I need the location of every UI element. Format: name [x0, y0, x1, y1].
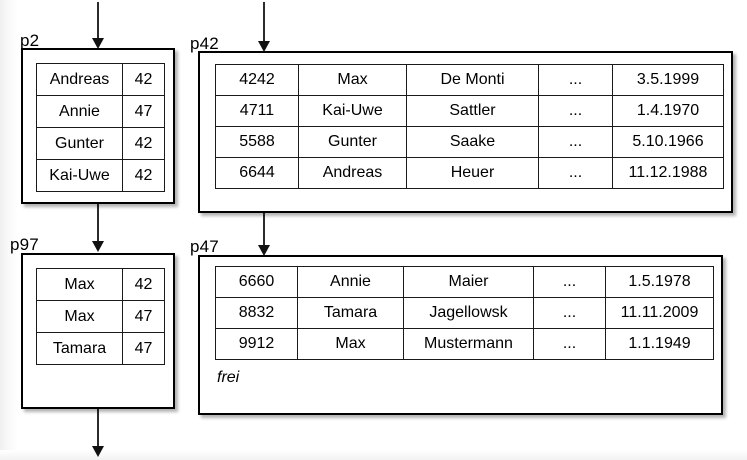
table-row: 5588 Gunter Saake ... 5.10.1966 [215, 126, 724, 158]
cell-name: Kai-Uwe [36, 159, 123, 192]
page-label-p47: p47 [190, 237, 219, 256]
cell-date: 1.4.1970 [612, 95, 724, 127]
cell-name: Gunter [36, 127, 123, 160]
cell-id: 6660 [215, 266, 298, 298]
table-p2: Andreas 42 Annie 47 Gunter 42 Kai-Uwe 42 [36, 63, 165, 192]
cell-more: ... [538, 157, 613, 189]
cell-id: 4242 [215, 64, 299, 96]
free-space-label: frei [217, 369, 240, 386]
cell-date: 3.5.1999 [612, 64, 724, 96]
cell-name: Max [36, 300, 123, 333]
cell-last-name: Saake [406, 126, 539, 158]
page-label-p97: p97 [10, 235, 39, 254]
table-row: Max 47 [36, 300, 165, 333]
table-row: 4711 Kai-Uwe Sattler ... 1.4.1970 [215, 95, 724, 127]
cell-first-name: Max [298, 64, 407, 96]
cell-key: 47 [122, 300, 165, 333]
cell-first-name: Andreas [298, 157, 407, 189]
page-label-p42: p42 [190, 34, 219, 53]
cell-key: 42 [122, 127, 165, 160]
cell-last-name: De Monti [406, 64, 539, 96]
cell-key: 42 [122, 63, 165, 96]
cell-key: 42 [122, 268, 165, 301]
cell-more: ... [533, 297, 606, 329]
table-row: 6644 Andreas Heuer ... 11.12.1988 [215, 157, 724, 189]
cell-date: 1.1.1949 [605, 328, 714, 360]
page-edge-left [0, 0, 18, 460]
cell-id: 9912 [215, 328, 298, 360]
page-box-p42: 4242 Max De Monti ... 3.5.1999 4711 Kai-… [198, 51, 733, 213]
cell-name: Annie [36, 95, 123, 128]
arrow-into-p2 [91, 2, 105, 50]
page-box-p2: Andreas 42 Annie 47 Gunter 42 Kai-Uwe 42 [21, 48, 175, 204]
table-row: 8832 Tamara Jagellowsk ... 11.11.2009 [215, 297, 714, 329]
table-row: Kai-Uwe 42 [36, 159, 165, 192]
cell-name: Max [36, 268, 123, 301]
cell-date: 1.5.1978 [605, 266, 714, 298]
page-box-p47: 6660 Annie Maier ... 1.5.1978 8832 Tamar… [198, 255, 723, 415]
cell-more: ... [538, 126, 613, 158]
cell-id: 6644 [215, 157, 299, 189]
cell-more: ... [533, 328, 606, 360]
cell-more: ... [538, 95, 613, 127]
cell-more: ... [538, 64, 613, 96]
arrow-p42-to-p47 [257, 213, 271, 257]
table-p42: 4242 Max De Monti ... 3.5.1999 4711 Kai-… [215, 64, 724, 189]
arrow-out-of-p97 [91, 408, 105, 458]
cell-id: 5588 [215, 126, 299, 158]
cell-id: 8832 [215, 297, 298, 329]
table-row: Annie 47 [36, 95, 165, 128]
table-p97: Max 42 Max 47 Tamara 47 [36, 268, 165, 365]
cell-date: 11.12.1988 [612, 157, 724, 189]
cell-first-name: Tamara [297, 297, 404, 329]
table-row: 4242 Max De Monti ... 3.5.1999 [215, 64, 724, 96]
cell-more: ... [533, 266, 606, 298]
table-row: Tamara 47 [36, 332, 165, 365]
cell-first-name: Annie [297, 266, 404, 298]
cell-last-name: Sattler [406, 95, 539, 127]
arrow-p2-to-p97 [91, 203, 105, 253]
cell-last-name: Jagellowsk [403, 297, 534, 329]
table-row: Max 42 [36, 268, 165, 301]
table-row: Gunter 42 [36, 127, 165, 160]
cell-date: 5.10.1966 [612, 126, 724, 158]
cell-name: Tamara [36, 332, 123, 365]
cell-date: 11.11.2009 [605, 297, 714, 329]
cell-id: 4711 [215, 95, 299, 127]
table-row: Andreas 42 [36, 63, 165, 96]
page-edge-bottom [0, 450, 747, 460]
cell-name: Andreas [36, 63, 123, 96]
cell-key: 47 [122, 95, 165, 128]
cell-last-name: Mustermann [403, 328, 534, 360]
table-p47: 6660 Annie Maier ... 1.5.1978 8832 Tamar… [215, 266, 714, 360]
cell-last-name: Maier [403, 266, 534, 298]
cell-key: 47 [122, 332, 165, 365]
cell-key: 42 [122, 159, 165, 192]
page-label-p2: p2 [20, 31, 40, 50]
table-row: 6660 Annie Maier ... 1.5.1978 [215, 266, 714, 298]
arrow-into-p42 [257, 2, 271, 53]
page-box-p97: Max 42 Max 47 Tamara 47 [21, 253, 175, 409]
cell-first-name: Max [297, 328, 404, 360]
table-row: 9912 Max Mustermann ... 1.1.1949 [215, 328, 714, 360]
cell-first-name: Kai-Uwe [298, 95, 407, 127]
cell-first-name: Gunter [298, 126, 407, 158]
cell-last-name: Heuer [406, 157, 539, 189]
